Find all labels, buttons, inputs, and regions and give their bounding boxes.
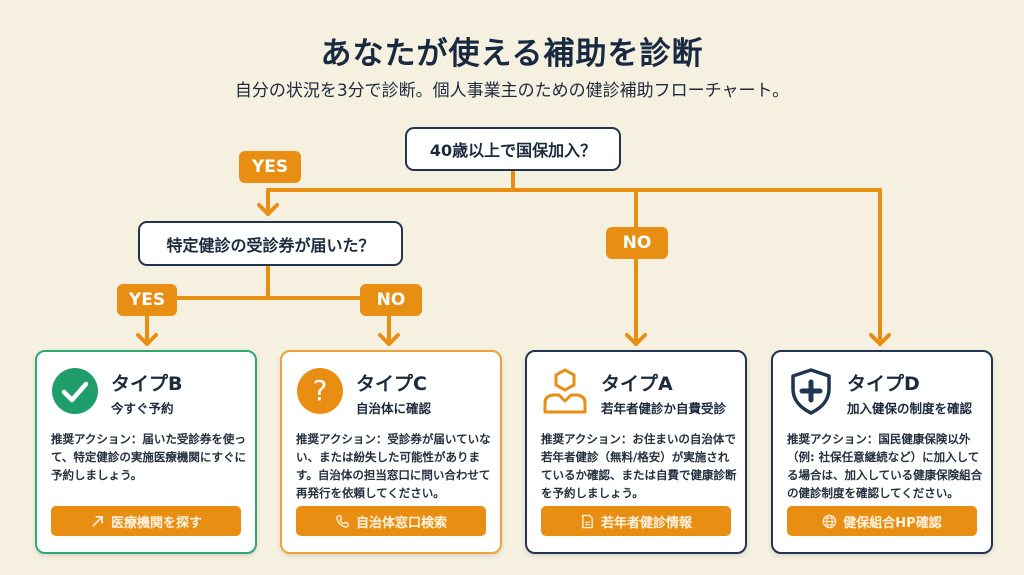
card-type: タイプD xyxy=(847,373,920,395)
youth-checkup-info-button[interactable]: 若年者健診情報 xyxy=(541,506,731,536)
arrow-up-right-icon xyxy=(92,515,104,527)
find-clinic-button[interactable]: 医療機関を探す xyxy=(51,506,241,536)
page-title: あなたが使える補助を診断 xyxy=(320,36,704,72)
check-circle-icon xyxy=(52,368,98,414)
q1-no-label: NO xyxy=(606,227,668,259)
globe-icon xyxy=(823,514,837,528)
page-subtitle: 自分の状況を3分で診断。個人事業主のための健診補助フローチャート。 xyxy=(234,81,790,101)
arrowhead-type-a xyxy=(625,333,647,346)
card-type: タイプC xyxy=(356,373,427,395)
check-insurer-site-button[interactable]: 健保組合HP確認 xyxy=(787,506,977,536)
q2-no-label: NO xyxy=(360,284,422,316)
person-icon xyxy=(543,368,587,414)
card-subtitle: 加入健保の制度を確認 xyxy=(847,401,973,416)
card-description: 推奨アクション：お住まいの自治体で若年者健診（無料/格安）が実施されているか確認… xyxy=(541,432,737,500)
question-q1: 40歳以上で国保加入？ xyxy=(405,127,621,171)
question-circle-icon: ? xyxy=(297,368,343,414)
document-icon xyxy=(582,514,593,528)
card-subtitle: 若年者健診か自費受診 xyxy=(601,401,727,416)
q2-yes-label: YES xyxy=(117,284,177,316)
result-card-type-c: ? タイプC 自治体に確認 推奨アクション：受診券が届いていない、または紛失した… xyxy=(280,350,502,554)
card-type: タイプB xyxy=(111,373,183,395)
arrowhead-type-b xyxy=(136,333,158,346)
card-subtitle: 今すぐ予約 xyxy=(111,401,174,416)
result-card-type-d: タイプD 加入健保の制度を確認 推奨アクション：国民健康保険以外（例: 社保任意… xyxy=(771,350,993,554)
button-label: 健保組合HP確認 xyxy=(843,515,942,531)
button-label: 医療機関を探す xyxy=(110,515,202,531)
card-description: 推奨アクション：国民健康保険以外（例: 社保任意継続など）に加入してる場合は、加… xyxy=(787,432,983,500)
svg-text:?: ? xyxy=(313,374,328,407)
arrowhead-q2 xyxy=(257,203,279,216)
card-type: タイプA xyxy=(601,373,673,395)
phone-icon xyxy=(336,514,349,528)
button-label: 自治体窓口検索 xyxy=(355,515,447,531)
card-description: 推奨アクション：届いた受診券を使って、特定健診の実施医療機関にすぐに予約しましょ… xyxy=(51,432,247,482)
button-label: 若年者健診情報 xyxy=(600,515,692,531)
search-municipal-office-button[interactable]: 自治体窓口検索 xyxy=(296,506,486,536)
card-subtitle: 自治体に確認 xyxy=(356,401,432,416)
q1-yes-label: YES xyxy=(239,151,301,183)
question-q2: 特定健診の受診券が届いた？ xyxy=(138,221,403,266)
result-card-type-b: タイプB 今すぐ予約 推奨アクション：届いた受診券を使って、特定健診の実施医療機… xyxy=(35,350,257,554)
shield-plus-icon xyxy=(791,368,831,415)
arrowhead-type-d xyxy=(869,333,891,346)
result-card-type-a: タイプA 若年者健診か自費受診 推奨アクション：お住まいの自治体で若年者健診（無… xyxy=(525,350,747,554)
card-description: 推奨アクション：受診券が届いていない、または紛失した可能性があります。自治体の担… xyxy=(296,432,491,500)
arrowhead-type-c xyxy=(378,333,400,346)
